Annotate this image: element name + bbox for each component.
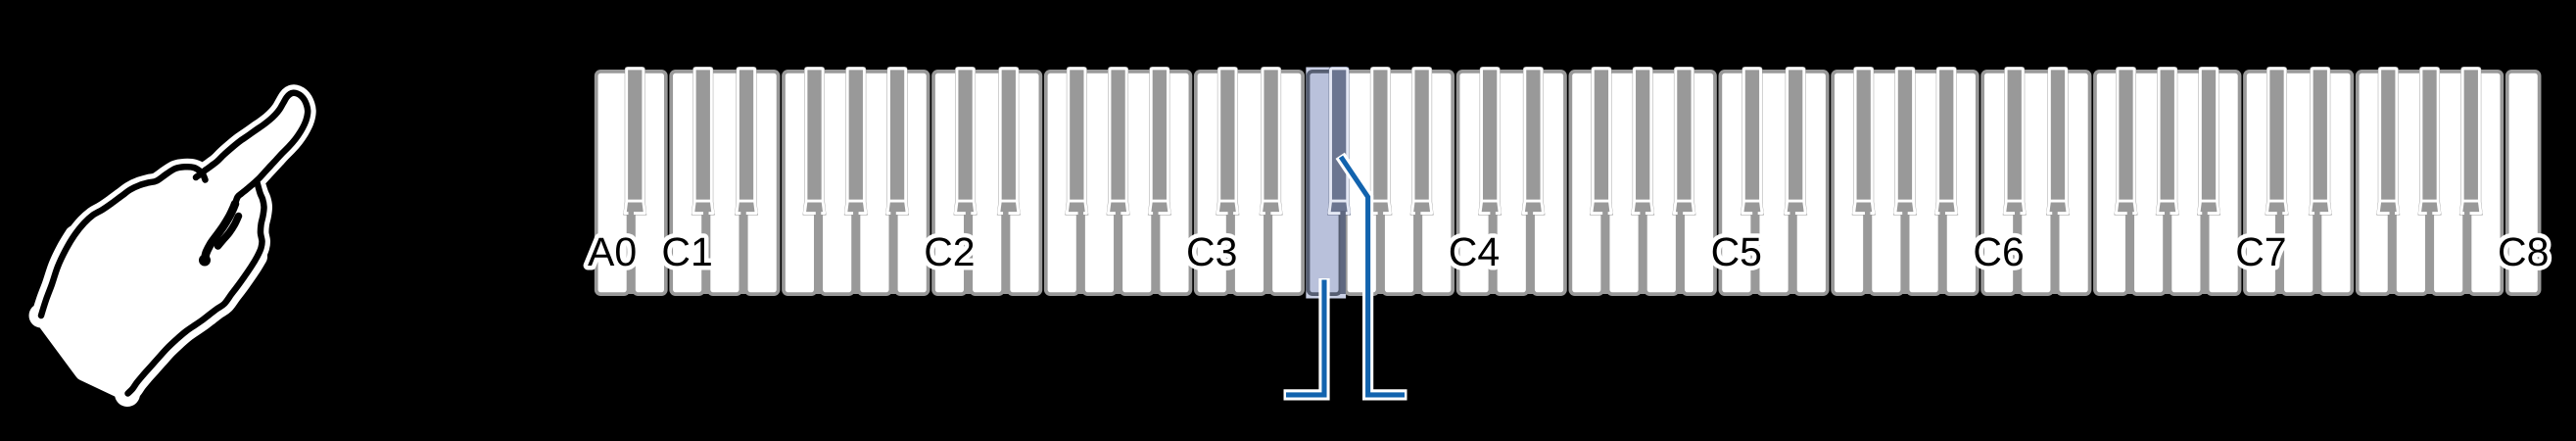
svg-text:C4: C4 bbox=[1449, 229, 1500, 274]
svg-text:C1: C1 bbox=[661, 229, 712, 274]
svg-text:C5: C5 bbox=[1711, 229, 1762, 274]
svg-text:A0: A0 bbox=[588, 229, 637, 274]
svg-text:C3: C3 bbox=[1186, 229, 1237, 274]
svg-text:C6: C6 bbox=[1973, 229, 2024, 274]
svg-text:C2: C2 bbox=[924, 229, 975, 274]
svg-text:C8: C8 bbox=[2498, 229, 2549, 274]
svg-text:C7: C7 bbox=[2235, 229, 2286, 274]
